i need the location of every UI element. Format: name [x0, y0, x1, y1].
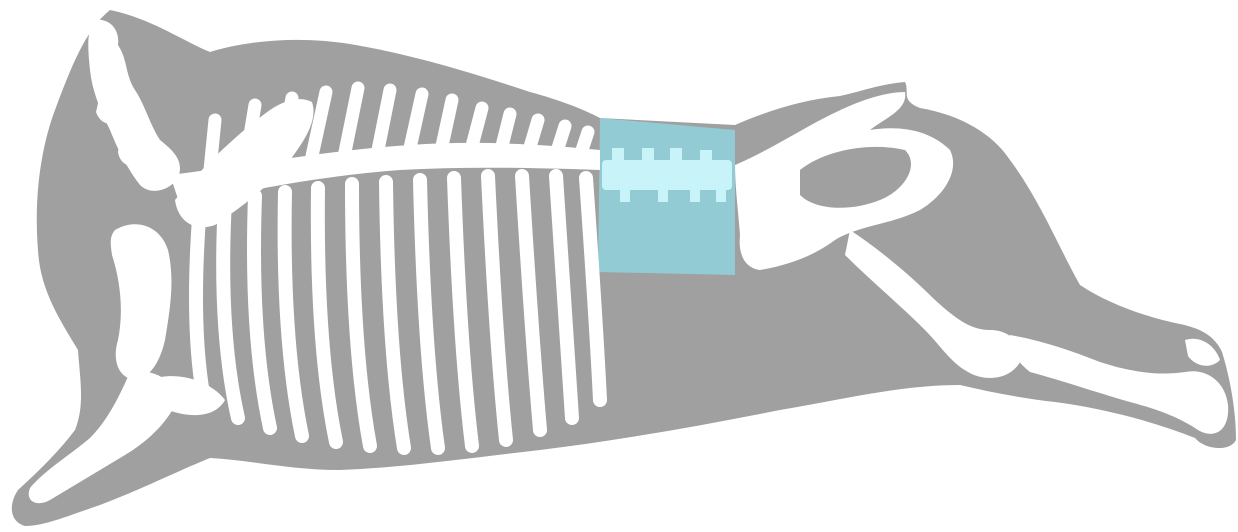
dorsal-spine-1 [210, 120, 215, 170]
dorsal-spine-11 [530, 120, 538, 147]
dorsal-spine-12 [558, 126, 565, 148]
dorsal-spine-13 [582, 132, 588, 150]
dorsal-spine-10 [502, 114, 510, 146]
